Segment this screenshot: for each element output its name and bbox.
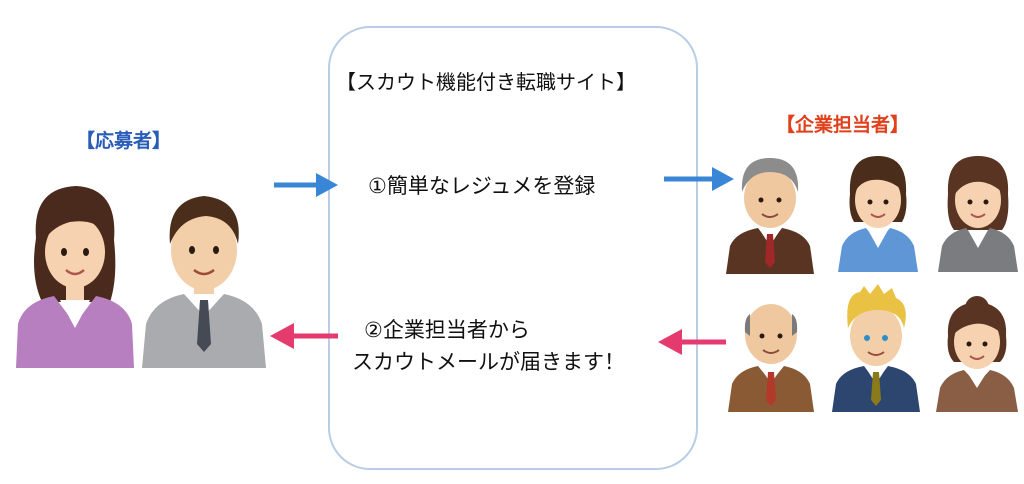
company-woman-blue-icon (838, 156, 918, 272)
arrow-right-icon (664, 167, 734, 191)
company-woman-gray-icon (938, 156, 1018, 272)
arrow-left-icon (658, 329, 726, 355)
company-label: 【企業担当者】 (776, 114, 910, 136)
company-woman-brown-icon (936, 296, 1018, 412)
applicant-man-icon (142, 196, 266, 368)
applicant-label: 【応募者】 (76, 130, 172, 152)
company-gray-haired-man-icon (726, 158, 814, 274)
arrow-left-icon (270, 323, 338, 349)
job-site-box (328, 26, 698, 470)
company-bald-man-icon (728, 304, 814, 412)
company-blond-man-icon (832, 284, 920, 412)
site-title: 【スカウト機能付き転職サイト】 (336, 70, 636, 94)
step2-line1: ②企業担当者から (364, 318, 530, 342)
step1-text: ①簡単なレジュメを登録 (368, 174, 596, 198)
applicant-woman-icon (16, 186, 134, 368)
arrow-right-icon (274, 173, 338, 197)
step2-line2: スカウトメールが届きます！ (352, 350, 625, 374)
